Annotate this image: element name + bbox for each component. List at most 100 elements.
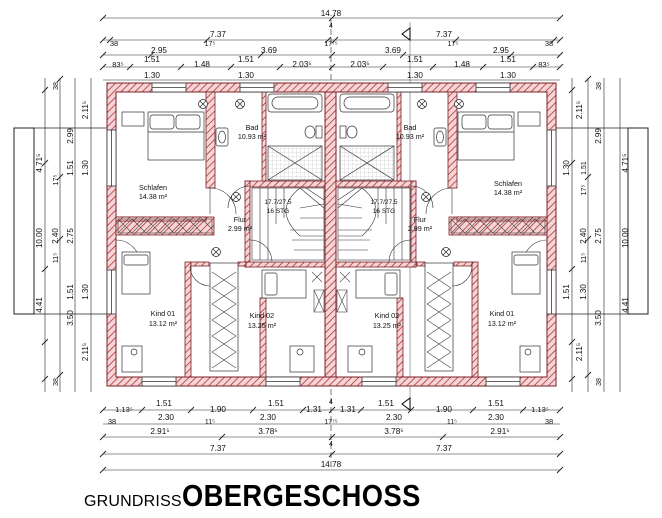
- dim-bot-center-b: 4: [329, 441, 333, 448]
- dim-right-4-41: 4.41: [621, 297, 630, 313]
- dim-top-r4-5: 2.03⁵: [350, 60, 369, 69]
- room-flur-left-area: 2.99 m²: [228, 224, 253, 233]
- dim-right-3-50: 3.50: [594, 310, 603, 326]
- dim-bottom-total: 14.78: [321, 460, 342, 469]
- dim-top-r4-3: 1.51: [238, 55, 254, 64]
- bed-single-icon: [121, 251, 541, 299]
- dim-bot-r2-8: 38: [545, 417, 553, 426]
- dim-right-1-51a: 1.51: [562, 284, 571, 300]
- dim-bot-r4-0: 7.37: [210, 444, 226, 453]
- dim-bot-r4-1: 7.37: [436, 444, 452, 453]
- room-bad-left-area: 10.93 m²: [238, 132, 267, 141]
- dim-left-1-30b: 1.30: [81, 284, 90, 300]
- toilet-icon: [304, 125, 358, 139]
- room-bad-left-name: Bad: [246, 123, 259, 132]
- dim-bot-r2-7: 2.30: [488, 413, 504, 422]
- dim-top-r4-4: 2.03⁵: [292, 60, 311, 69]
- dim-left-outer: 10.00: [35, 227, 44, 248]
- shower-right: [339, 145, 395, 181]
- dimension-ticks: [41, 14, 592, 474]
- dim-left-2-75: 2.75: [66, 228, 75, 244]
- room-kind2-right-name: Kind 02: [375, 311, 399, 320]
- side-dimension-labels: 10.00 4.71⁵ 4.41 2.99 2.75 3.50 2.11⁵ 2.…: [35, 82, 630, 386]
- dim-top-r4-1: 1.51: [144, 55, 160, 64]
- dim-right-1-51b: 1.51: [581, 161, 588, 175]
- dim-bot-r1-1: 1.51: [156, 399, 172, 408]
- dim-bot-r2-1: 2.30: [158, 413, 174, 422]
- staircase-left: [251, 187, 325, 261]
- windows: [106, 82, 557, 387]
- stair-left-steps: 16 STG: [267, 208, 289, 215]
- dim-left-38a: 38: [53, 82, 60, 90]
- bathtub-right: [339, 93, 395, 113]
- dim-bot-r1-7: 1.90: [436, 405, 452, 414]
- dim-center-top: 4: [329, 23, 333, 30]
- room-bad-right-name: Bad: [404, 123, 417, 132]
- dim-right-2-11a: 2.11⁵: [575, 101, 584, 119]
- balcony-right: [627, 127, 649, 315]
- dim-left-4-41: 4.41: [35, 297, 44, 313]
- room-kind1-left-area: 13.12 m²: [149, 319, 178, 328]
- room-bad-right-area: 10.93 m²: [396, 132, 425, 141]
- section-marker-icon: [401, 27, 411, 411]
- dim-left-3-50: 3.50: [66, 310, 75, 326]
- dim-bot-r1-8: 1.51: [488, 399, 504, 408]
- dim-bot-r3-3: 2.91⁵: [490, 427, 509, 436]
- dim-top-r3-5: 3.69: [385, 46, 401, 55]
- shower-left: [267, 145, 323, 181]
- dim-bot-r2-2: 11⁵: [205, 419, 215, 426]
- dim-top-r5-0: 1.30: [144, 71, 160, 80]
- room-kind2-right-area: 13.25 m²: [373, 321, 402, 330]
- balcony-left: [13, 127, 35, 315]
- dim-right-4-71: 4.71⁵: [621, 154, 630, 173]
- dim-top-r3-6: 17⁵: [448, 41, 459, 48]
- dim-left-1-51a: 1.51: [66, 160, 75, 176]
- dim-top-r4-8: 1.51: [500, 55, 516, 64]
- dim-bot-r2-0: 38: [108, 417, 116, 426]
- room-kind2-left-name: Kind 02: [250, 311, 274, 320]
- dim-left-11-5: 11⁵: [53, 253, 60, 263]
- dim-top-r3-3: 3.69: [261, 46, 277, 55]
- stair-left-ratio: 17.7/27.5: [264, 199, 291, 206]
- room-flur-right-name: Flur: [414, 215, 427, 224]
- dim-top-r3-1: 2.95: [151, 46, 167, 55]
- dim-top-r4-7: 1.48: [454, 60, 470, 69]
- dim-overall-top: 14.78: [321, 9, 342, 18]
- plan-title: GRUNDRISS OBERGESCHOSS: [84, 478, 453, 514]
- dim-top-r4-2: 1.48: [194, 60, 210, 69]
- dim-bot-r1-5: 1.31: [340, 405, 356, 414]
- plan-title-main: OBERGESCHOSS: [181, 478, 421, 513]
- bed-double-left: [121, 111, 205, 161]
- room-schlafen-left-name: Schlafen: [139, 183, 167, 192]
- dim-bot-r1-0: 1.13⁵: [115, 405, 133, 414]
- stair-right-ratio: 17.7/27.5: [370, 199, 397, 206]
- dim-top-r5-3: 1.30: [500, 71, 516, 80]
- room-kind1-left-name: Kind 01: [151, 309, 175, 318]
- dim-left-2-11b: 2.11⁵: [81, 343, 90, 361]
- dim-left-1-51b: 1.51: [66, 284, 75, 300]
- bathtub-left: [267, 93, 323, 113]
- wardrobe-left: [117, 218, 323, 369]
- dimension-labels: 14.78 4 7.37 7.37 38 2.95 17⁵ 3.69 17⁷⁵ …: [108, 9, 553, 469]
- dim-right-1-30a: 1.30: [562, 160, 571, 176]
- radiator-icon: [198, 99, 464, 257]
- dim-bot-r1-3: 1.51: [268, 399, 284, 408]
- dim-left-2-99: 2.99: [66, 128, 75, 144]
- plan-title-prefix: GRUNDRISS: [84, 493, 182, 510]
- interior-walls: [115, 91, 548, 378]
- door-swings: [115, 185, 548, 287]
- staircase-right: [337, 187, 411, 261]
- dim-bot-r3-2: 3.78⁵: [384, 427, 403, 436]
- dim-top-r4-0: 83⁵: [112, 60, 123, 69]
- dim-left-17-5: 17⁵: [53, 175, 60, 186]
- dim-bot-r2-4: 17⁷⁵: [324, 419, 337, 426]
- dim-bot-r1-2: 1.90: [210, 405, 226, 414]
- dim-bot-r3-1: 3.78⁵: [258, 427, 277, 436]
- room-kind1-right-name: Kind 01: [490, 309, 514, 318]
- dim-right-2-75: 2.75: [594, 228, 603, 244]
- dim-top-r3-7: 2.95: [493, 46, 509, 55]
- dim-right-11-5: 11⁵: [581, 253, 588, 263]
- dim-top-r3-4: 17⁷⁵: [324, 41, 337, 48]
- wardrobe-right: [339, 218, 546, 369]
